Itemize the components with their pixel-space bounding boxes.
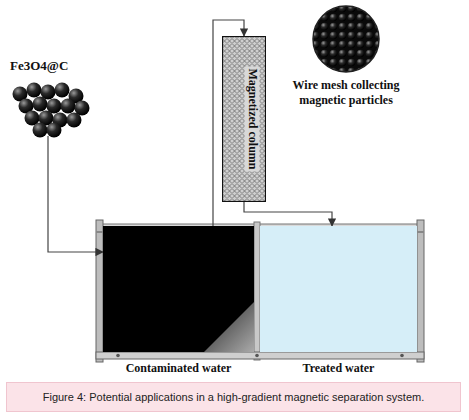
treated-water: Treated water	[260, 226, 417, 352]
particle-cluster: Fe3O4@C	[6, 58, 98, 136]
node-label: Fe3O4@C	[10, 58, 68, 74]
figure-caption: Figure 4: Potential applications in a hi…	[6, 382, 461, 412]
magnetized-column: Magnetized column	[222, 36, 266, 202]
node-label: Wire mesh collecting magnetic particles	[278, 78, 414, 108]
flow-arrow	[48, 136, 103, 252]
zoom-circle: Wire mesh collecting magnetic particles	[268, 4, 424, 116]
zoom-circle-picture	[311, 4, 381, 74]
settling-shade	[103, 226, 254, 352]
node-label: Treated water	[303, 361, 375, 376]
contaminated-water: Contaminated water	[103, 226, 254, 352]
sphere-cluster	[6, 80, 98, 140]
flow-arrow	[244, 202, 332, 226]
node-label: Contaminated water	[126, 361, 232, 376]
node-label: Magnetized column	[245, 67, 260, 172]
